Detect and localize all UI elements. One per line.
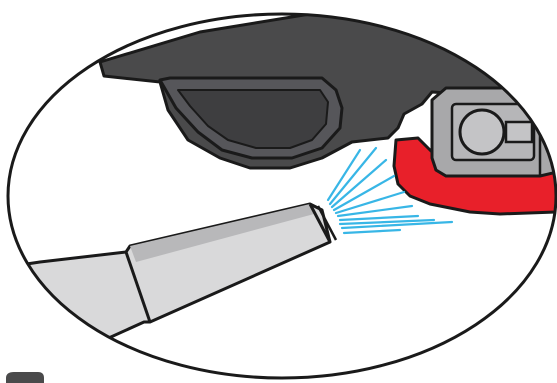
lens-outline [6,12,557,380]
nozzle-shade [130,204,314,262]
nozzle-collar-line [124,251,152,323]
nozzle-tip-ring [308,203,332,243]
roller-axle [504,120,534,144]
corner-tab [6,372,44,383]
tool-pocket-rim [177,89,329,149]
nozzle-tip-ring-inner [316,205,338,241]
air-spray-lines-icon [326,146,454,235]
roller [458,108,506,156]
